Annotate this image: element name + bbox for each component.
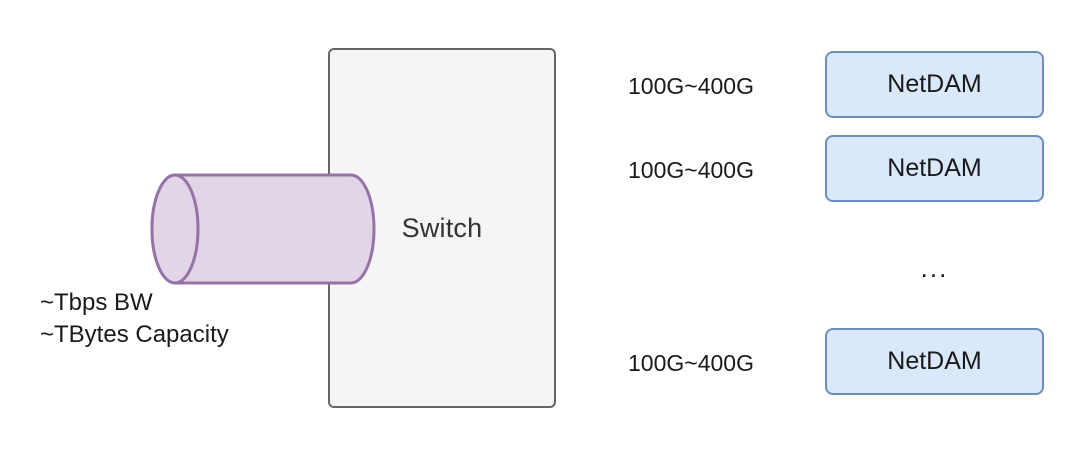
link-label-2: 100G~400G — [556, 157, 826, 184]
switch-label: Switch — [401, 213, 483, 243]
cylinder-end-cap — [150, 173, 200, 285]
memory-pool-annotation: ~Tbps BW ~TBytes Capacity — [40, 287, 229, 351]
netdam-label: NetDAM — [887, 70, 982, 98]
netdam-label: NetDAM — [887, 347, 982, 375]
netdam-node-2[interactable]: NetDAM — [825, 135, 1044, 202]
netdam-node-3[interactable]: NetDAM — [825, 328, 1044, 395]
netdam-node-1[interactable]: NetDAM — [825, 51, 1044, 118]
memory-pool-cylinder[interactable] — [150, 173, 376, 285]
annotation-capacity: ~TBytes Capacity — [40, 321, 229, 348]
link-label-3: 100G~400G — [556, 350, 826, 377]
annotation-bandwidth: ~Tbps BW — [40, 289, 153, 316]
netdam-label: NetDAM — [887, 154, 982, 182]
link-label-1: 100G~400G — [556, 73, 826, 100]
ellipsis-more-nodes: ... — [920, 253, 949, 283]
